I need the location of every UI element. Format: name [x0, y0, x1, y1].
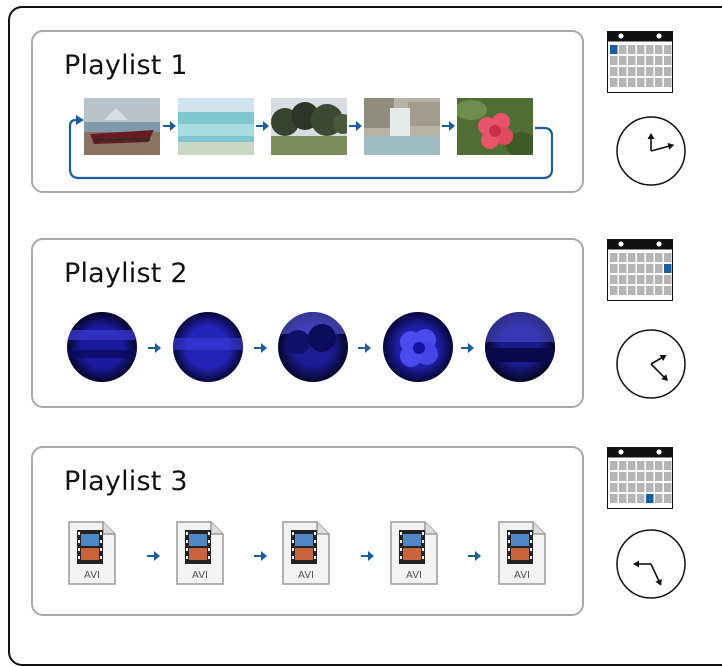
avi-file-icon[interactable]: AVI [497, 520, 547, 586]
blue-landscape-circle[interactable] [485, 312, 555, 382]
beach-boat-photo[interactable] [84, 98, 160, 155]
waterfall-photo[interactable] [364, 98, 440, 155]
avi-file-icon[interactable]: AVI [281, 520, 331, 586]
avi-file-label: AVI [514, 570, 530, 581]
calendar-icon [607, 31, 673, 93]
clock-icon [616, 116, 686, 186]
arrow-right-icon [468, 551, 481, 561]
playlist-3-box[interactable]: Playlist 3 AVI AVI AVI AVI AVI [31, 446, 584, 616]
avi-file-icon[interactable]: AVI [389, 520, 439, 586]
arrow-right-icon [461, 343, 474, 353]
avi-file-label: AVI [84, 570, 100, 581]
playlist-1-title: Playlist 1 [64, 50, 188, 81]
playlist-1-box[interactable]: Playlist 1 [31, 30, 584, 193]
arrow-right-icon [254, 551, 267, 561]
trees-photo[interactable] [271, 98, 347, 155]
arrow-right-icon [147, 551, 160, 561]
playlist-3-title: Playlist 3 [64, 466, 188, 497]
avi-file-label: AVI [406, 570, 422, 581]
playlist-2-box[interactable]: Playlist 2 [31, 238, 584, 408]
playlist-2-title: Playlist 2 [64, 258, 188, 289]
avi-file-label: AVI [298, 570, 314, 581]
blue-sea-circle[interactable] [67, 312, 137, 382]
arrow-right-icon [349, 121, 362, 131]
loop-arrow [68, 115, 554, 180]
avi-file-label: AVI [192, 570, 208, 581]
arrow-right-icon [442, 121, 455, 131]
arrow-right-icon [361, 551, 374, 561]
hibiscus-photo[interactable] [457, 98, 533, 155]
arrow-right-icon [163, 121, 176, 131]
arrow-right-icon [256, 121, 269, 131]
clock-icon [616, 329, 686, 399]
avi-file-icon[interactable]: AVI [175, 520, 225, 586]
sea-photo[interactable] [178, 98, 254, 155]
blue-flower-circle[interactable] [383, 312, 453, 382]
avi-file-icon[interactable]: AVI [67, 520, 117, 586]
blue-trees-circle[interactable] [278, 312, 348, 382]
blue-water-circle[interactable] [173, 312, 243, 382]
clock-icon [616, 529, 686, 599]
arrow-right-icon [254, 343, 267, 353]
calendar-icon [607, 239, 673, 301]
arrow-right-icon [358, 343, 371, 353]
arrow-right-icon [148, 343, 161, 353]
calendar-icon [607, 447, 673, 509]
